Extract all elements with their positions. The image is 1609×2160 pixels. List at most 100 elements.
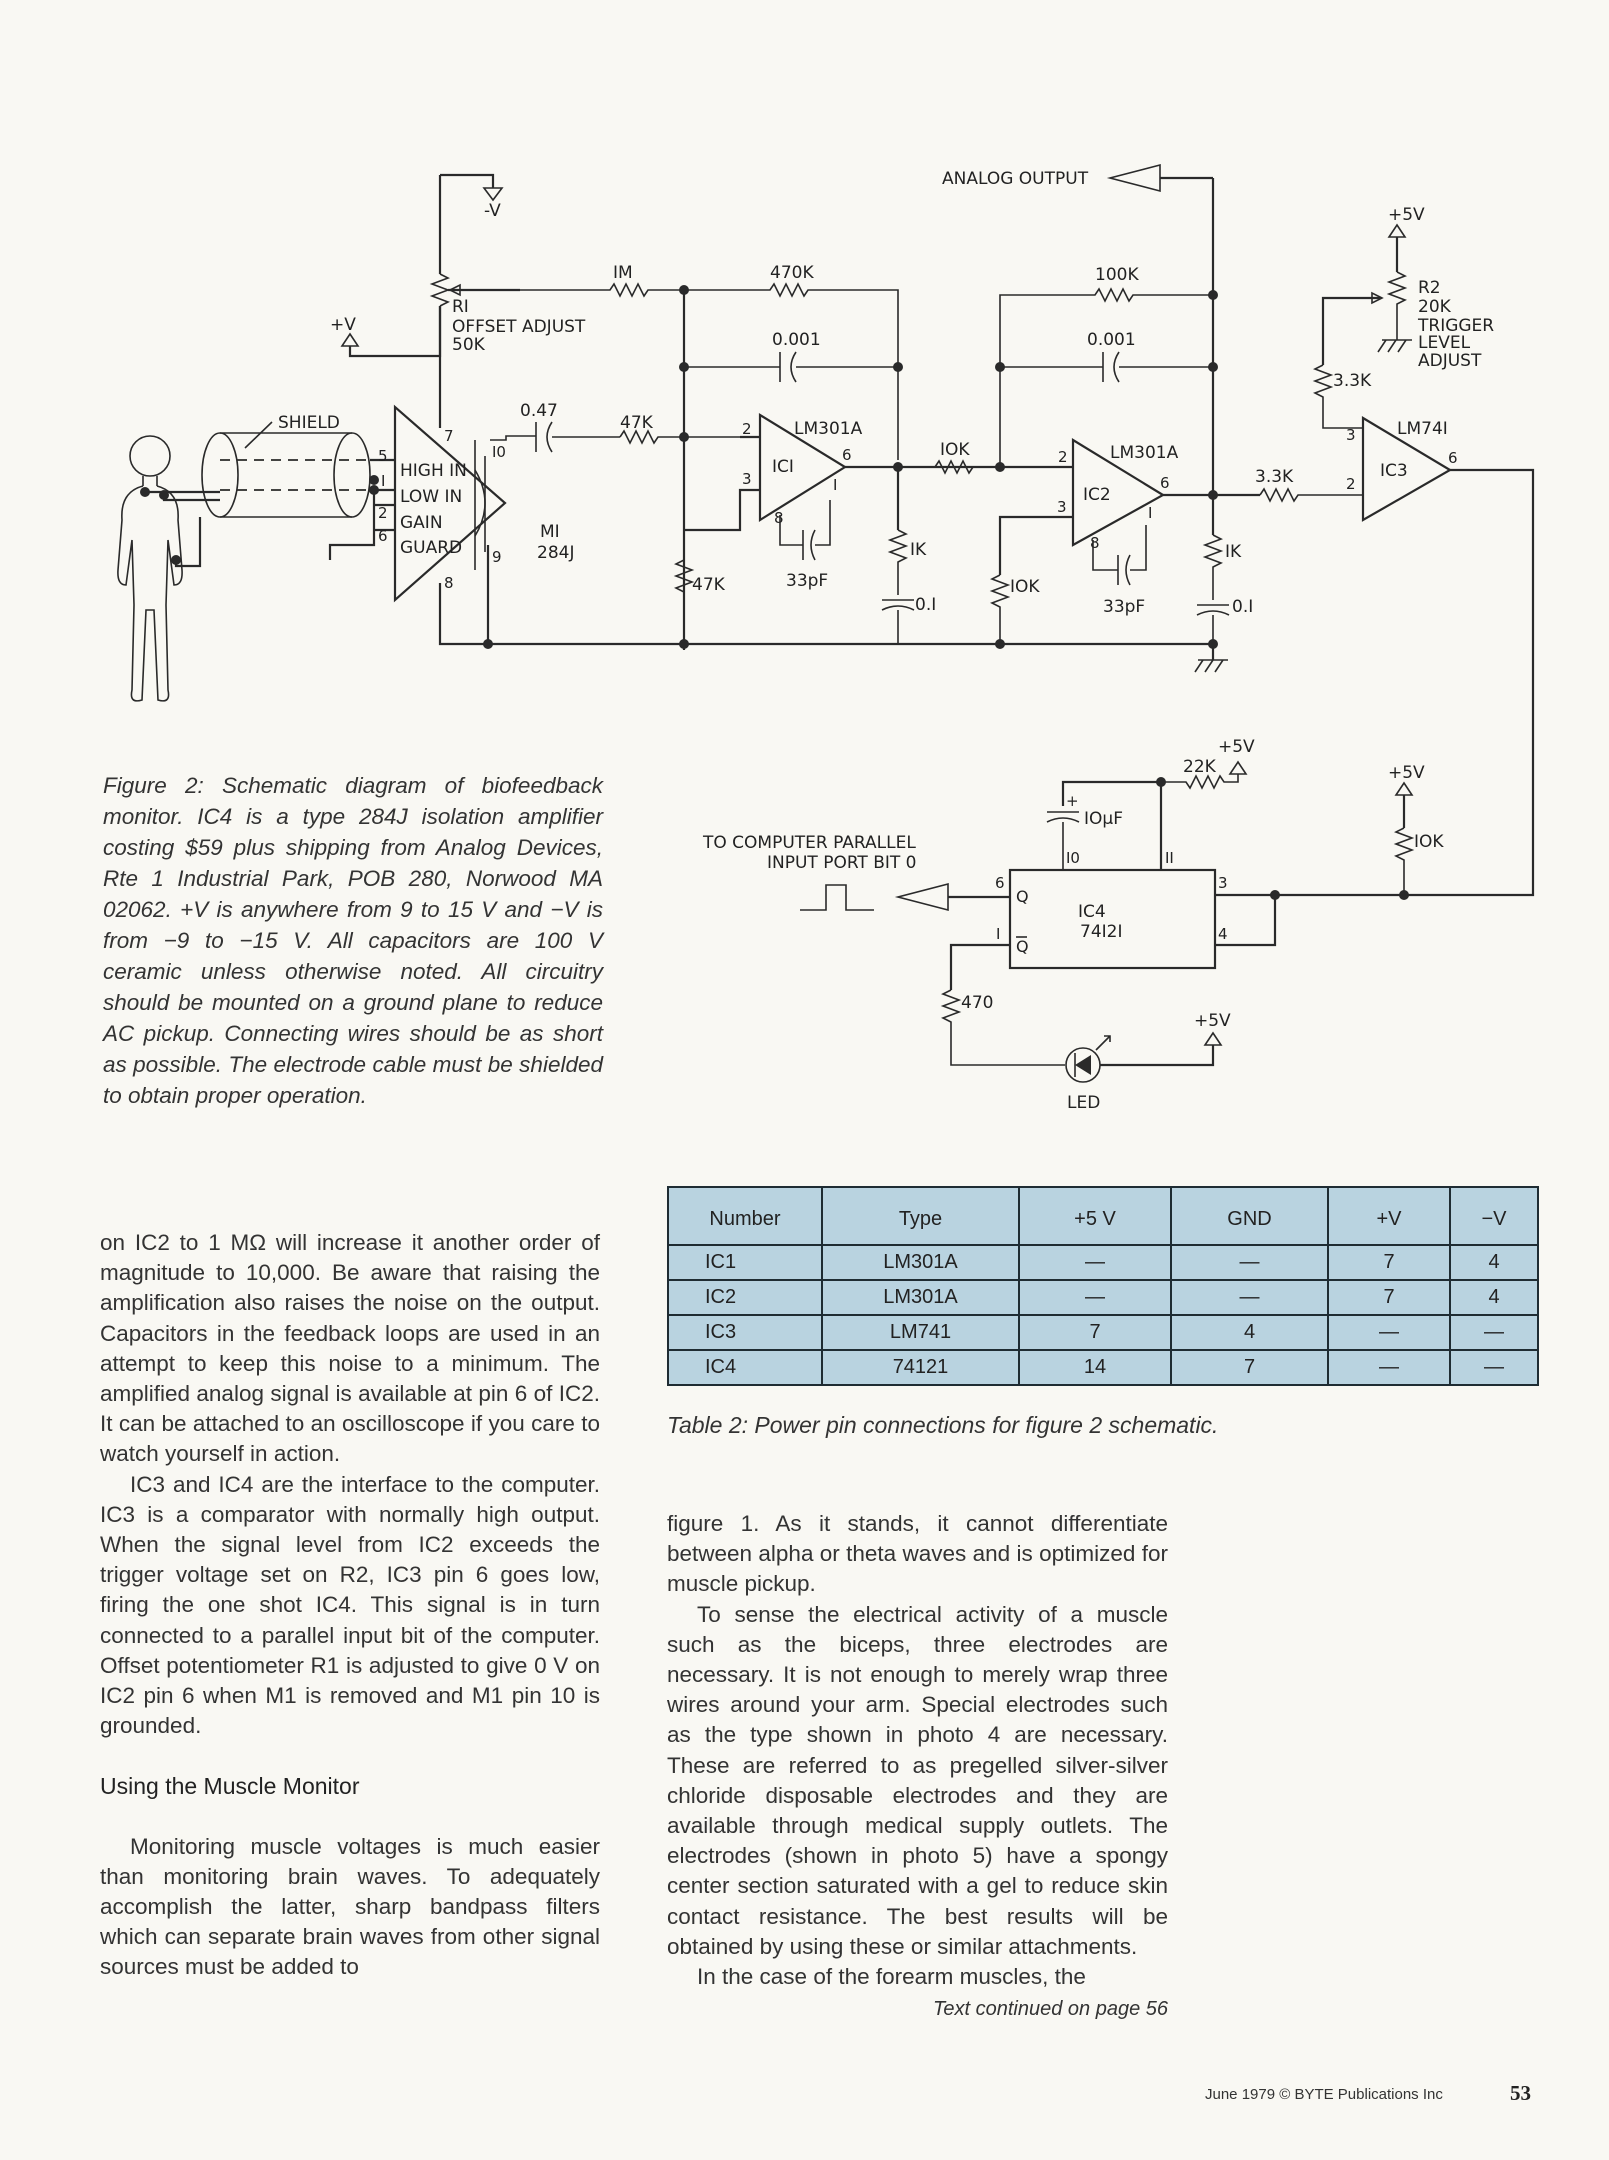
label-r-1k-2: IK [1225,542,1242,562]
table-cell: — [1170,1279,1329,1316]
right-column: figure 1. As it stands, it cannot differ… [667,1509,1168,2024]
label-r-470: 470 [961,993,993,1013]
label-ic2-name: IC2 [1083,485,1111,505]
label-ic2-type: LM301A [1110,443,1179,463]
label-neg-v: -V [484,201,501,221]
label-ic3-type: LM74I [1397,419,1448,439]
body-paragraph: on IC2 to 1 MΩ will increase it another … [100,1230,600,1467]
body-paragraph: Monitoring muscle voltages is much easie… [100,1833,600,1980]
table-cell: — [1327,1314,1451,1351]
table-header-row: Number Type +5 V GND +V −V [667,1186,1539,1246]
label-c-0001a: 0.001 [772,330,821,350]
table-cell: — [1018,1279,1172,1316]
label-r1-value: 50K [452,335,486,355]
label-p5v-led: +5V [1194,1011,1231,1031]
left-column: on IC2 to 1 MΩ will increase it another … [100,1228,600,1983]
table-cell: 7 [1170,1349,1329,1386]
body-paragraph: To sense the electrical activity of a mu… [667,1601,1168,1959]
label-r-33k-a: 3.3K [1333,371,1372,391]
label-r-22k: 22K [1183,757,1217,777]
table-cell: LM301A [821,1244,1020,1281]
label-r-10k-gnd: IOK [1010,577,1040,597]
body-paragraph: IC3 and IC4 are the interface to the com… [100,1471,600,1739]
label-r-10k-pullup: IOK [1414,832,1444,852]
table-caption: Table 2: Power pin connections for figur… [667,1412,1219,1438]
label-c-33pf-1: 33pF [786,571,828,591]
pin-ic2-3: 3 [1057,498,1067,516]
table-header: Type [821,1186,1020,1246]
label-r-10k-in: IOK [940,440,970,460]
pulse-waveform-icon [800,884,874,911]
label-m1-guard: GUARD [400,538,462,558]
led-icon [1065,1035,1111,1083]
label-m1-low: LOW IN [400,487,462,507]
pin-ic1-6: 6 [842,446,852,464]
label-shield: SHIELD [278,413,340,433]
label-r-1m: IM [613,263,633,283]
label-p5v-r2: +5V [1388,205,1425,225]
table-cell: 7 [1327,1279,1451,1316]
figure-caption: Figure 2: Schematic diagram of biofeedba… [103,773,603,1108]
table-row: IC3 LM741 7 4 — — [667,1314,1539,1351]
table-cell: — [1327,1349,1451,1386]
table-cell: 4 [1449,1279,1539,1316]
label-c-33pf-2: 33pF [1103,597,1145,617]
table-row: IC2 LM301A — — 7 4 [667,1279,1539,1316]
table-cell: 4 [1170,1314,1329,1351]
pin-ic4-qbar: Q [1016,937,1029,956]
table-cell: 4 [1449,1244,1539,1281]
pin-ic4-1: I [996,925,1000,943]
label-r-1k-1: IK [910,540,927,560]
label-r-470k: 470K [770,263,814,283]
label-ic3-name: IC3 [1380,461,1408,481]
pin-ic1-2: 2 [742,420,752,438]
pin-ic4-11: II [1165,849,1174,867]
table-cell: LM741 [821,1314,1020,1351]
table-cell: IC3 [667,1314,823,1351]
pin-ic4-3: 3 [1218,874,1228,892]
pin-m1-10: I0 [492,443,506,461]
pin-ic1-3: 3 [742,470,752,488]
label-led: LED [1067,1093,1100,1113]
pin-ic4-4: 4 [1218,925,1228,943]
label-r-47k-in: 47K [620,413,654,433]
label-c-047: 0.47 [520,401,558,421]
label-r2-desc3: ADJUST [1418,351,1482,371]
table-header: GND [1170,1186,1329,1246]
label-p5v-10k: +5V [1388,763,1425,783]
person-figure-icon [117,435,220,702]
body-paragraph: In the case of the forearm muscles, the [697,1964,1086,1990]
label-analog-output: ANALOG OUTPUT [942,169,1089,189]
label-p5v-22k: +5V [1218,737,1255,757]
pin-m1-7: 7 [444,427,454,445]
table-cell: — [1449,1314,1539,1351]
pin-ic3-3: 3 [1346,426,1356,444]
label-ic4-type: 74I2I [1080,922,1122,942]
label-r2-desc2: LEVEL [1418,333,1471,353]
label-r2-name: R2 [1418,278,1441,298]
label-to-computer-1: TO COMPUTER PARALLEL [702,833,916,853]
pin-ic4-q: Q [1016,887,1029,906]
pin-m1-9: 9 [492,548,502,566]
table-header: +V [1327,1186,1451,1246]
label-c-01-1: 0.I [915,595,936,615]
table-row: IC1 LM301A — — 7 4 [667,1244,1539,1281]
table-cell: IC1 [667,1244,823,1281]
pin-m1-6: 6 [378,527,388,545]
label-r-47k-gnd: 47K [692,575,726,595]
pin-m1-1: I [381,472,385,490]
pin-m1-5: 5 [378,447,388,465]
label-to-computer-2: INPUT PORT BIT 0 [767,853,917,873]
pin-ic3-2: 2 [1346,475,1356,493]
table-header: −V [1449,1186,1539,1246]
pin-ic2-1: I [1148,504,1152,522]
power-pin-table: Number Type +5 V GND +V −V IC1 LM301A — … [667,1186,1539,1386]
pin-m1-2: 2 [378,504,388,522]
table-cell: — [1170,1244,1329,1281]
label-r-100k: 100K [1095,265,1139,285]
label-c-0001b: 0.001 [1087,330,1136,350]
pin-ic3-6: 6 [1448,449,1458,467]
table-header: +5 V [1018,1186,1172,1246]
table-cell: 14 [1018,1349,1172,1386]
